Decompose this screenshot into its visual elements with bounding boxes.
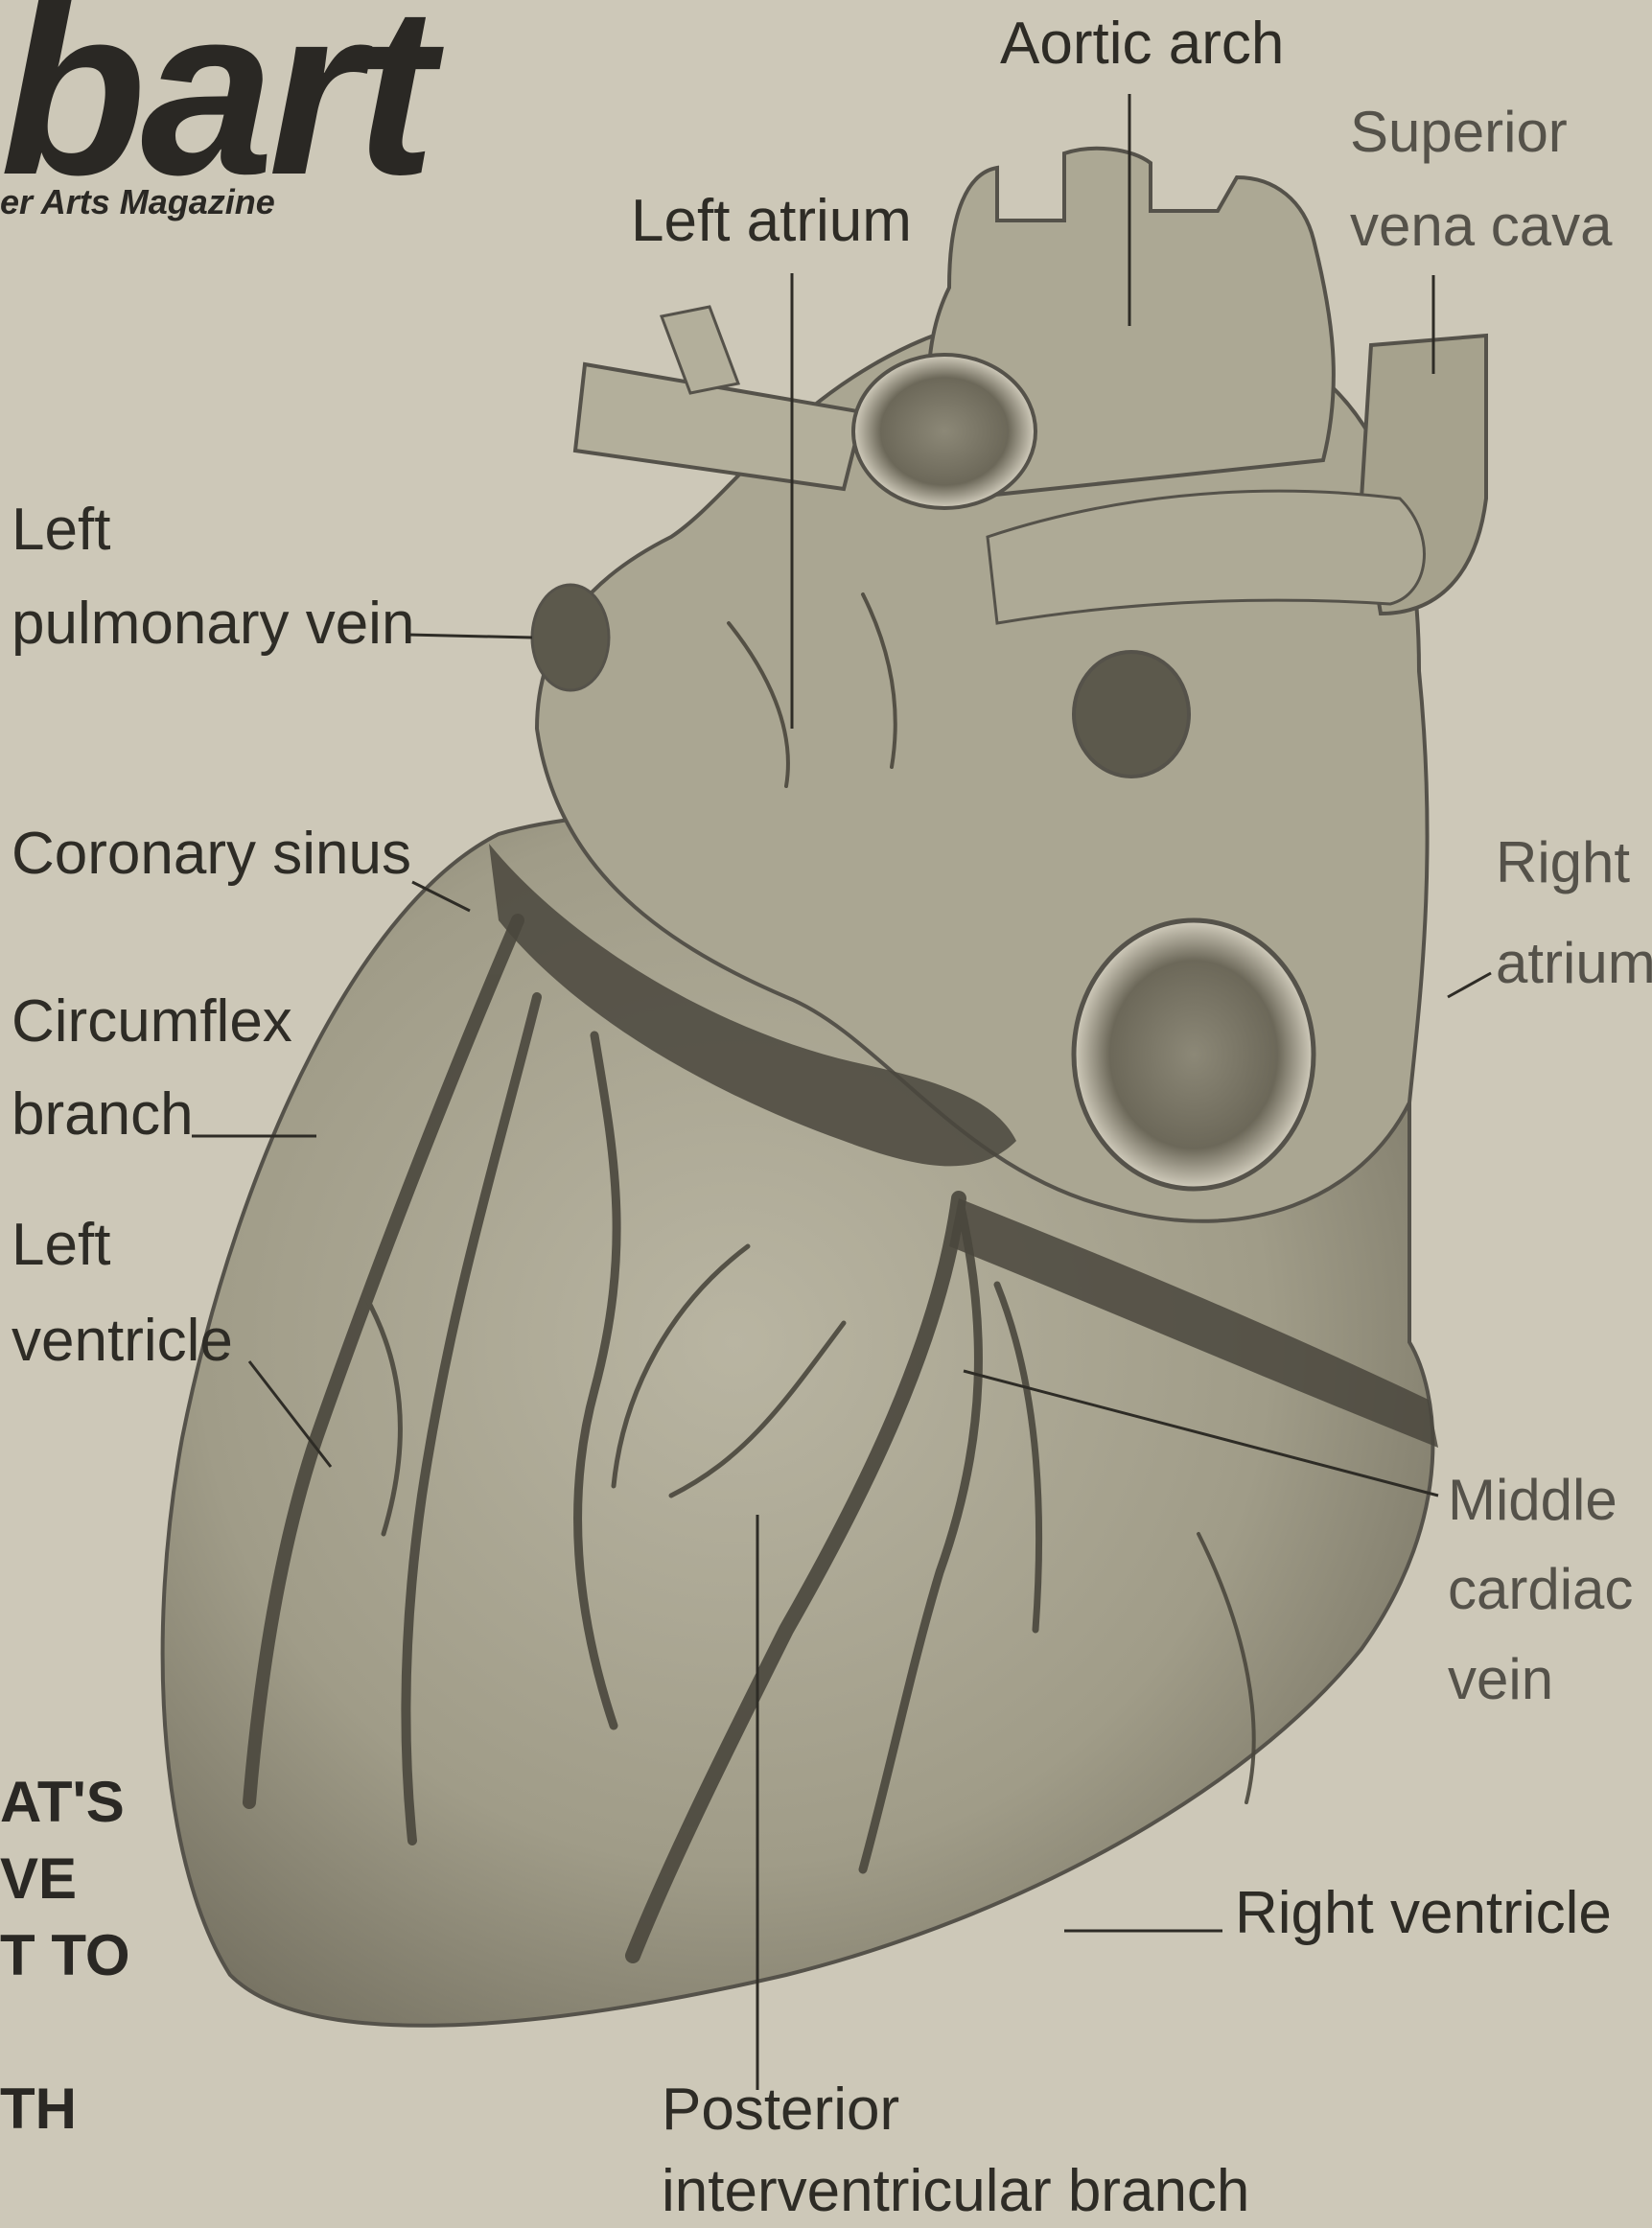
side-text-line4: TH xyxy=(0,2080,77,2138)
inferior-vena-cava-opening xyxy=(1074,920,1314,1189)
aortic-opening xyxy=(853,355,1035,508)
label-left-pulmonary-vein-line2: pulmonary vein xyxy=(12,594,414,654)
label-right-atrium-line2: atrium xyxy=(1496,935,1652,992)
label-aortic-arch: Aortic arch xyxy=(1000,14,1284,74)
label-middle-cardiac-vein-line3: vein xyxy=(1448,1651,1553,1708)
left-pulmonary-vein-opening xyxy=(532,585,609,690)
label-left-pulmonary-vein-line1: Left xyxy=(12,500,110,560)
label-middle-cardiac-vein-line2: cardiac xyxy=(1448,1561,1633,1618)
label-circumflex-branch-line1: Circumflex xyxy=(12,992,292,1052)
label-right-atrium-line1: Right xyxy=(1496,834,1630,892)
label-left-ventricle-line1: Left xyxy=(12,1216,110,1275)
label-posterior-interventricular-line2: interventricular branch xyxy=(662,2162,1249,2221)
side-text-line1: AT'S xyxy=(0,1774,125,1831)
label-superior-vena-cava-line2: vena cava xyxy=(1350,197,1613,255)
label-coronary-sinus: Coronary sinus xyxy=(12,824,411,884)
side-text-line3: T TO xyxy=(0,1927,130,1984)
label-circumflex-branch-line2: branch xyxy=(12,1085,194,1145)
label-superior-vena-cava-line1: Superior xyxy=(1350,104,1568,161)
label-middle-cardiac-vein-line1: Middle xyxy=(1448,1472,1617,1529)
side-text-line2: VE xyxy=(0,1850,77,1908)
label-right-ventricle: Right ventricle xyxy=(1235,1884,1612,1943)
label-left-ventricle-line2: ventricle xyxy=(12,1311,233,1371)
label-posterior-interventricular-line1: Posterior xyxy=(662,2080,899,2140)
right-pulmonary-vein-opening xyxy=(1074,652,1189,777)
label-left-atrium: Left atrium xyxy=(631,192,912,251)
